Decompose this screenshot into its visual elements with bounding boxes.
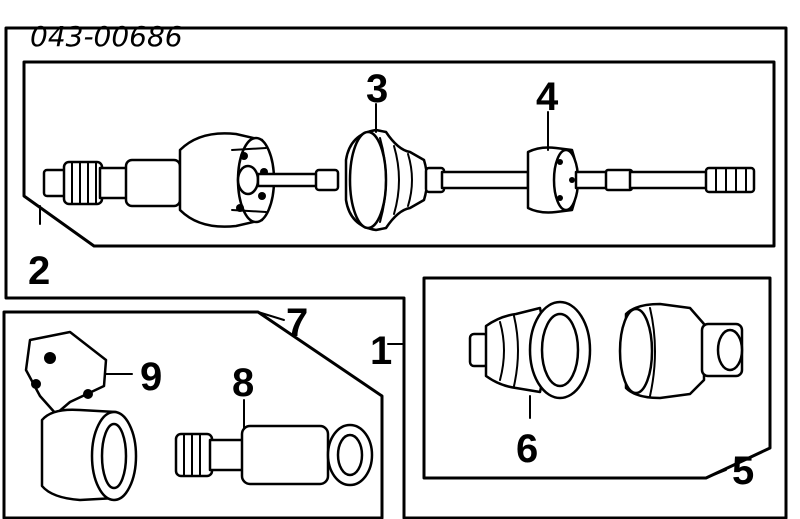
callout-9: 9	[140, 355, 162, 399]
leader-lines	[39, 103, 727, 479]
callout-4: 4	[536, 75, 559, 119]
joint-kit-frame-7	[2, 310, 384, 519]
callout-3: 3	[366, 67, 388, 111]
callout-6: 6	[516, 427, 538, 471]
callout-7: 7	[286, 301, 308, 345]
boot-kit-parts	[468, 300, 744, 400]
callout-1: 1	[370, 329, 392, 373]
shaft-frame-2	[22, 60, 776, 248]
assembly-frame-1	[4, 26, 788, 519]
callout-5: 5	[732, 449, 754, 493]
part-number: 043-00686	[30, 20, 183, 53]
callout-8: 8	[232, 361, 254, 405]
boot-kit-frame-5	[422, 276, 772, 480]
drive-shaft-assembly	[42, 128, 756, 232]
joint-kit-parts	[24, 330, 374, 502]
callout-2: 2	[28, 249, 50, 293]
